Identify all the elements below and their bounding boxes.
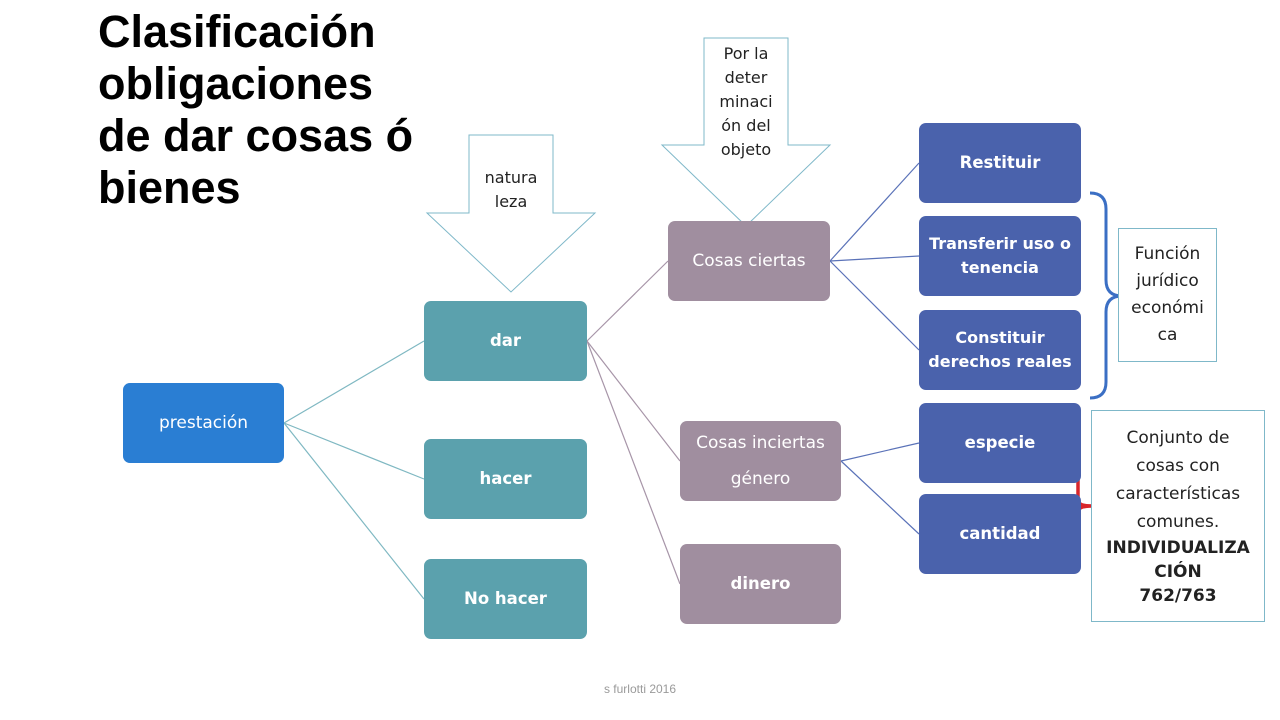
determinacion-line-2: deter (724, 68, 768, 87)
title-line-2: obligaciones (98, 58, 374, 109)
node-hacer-label: hacer (479, 469, 532, 488)
node-dinero-label: dinero (730, 574, 791, 593)
note-conjunto-line-5: INDIVIDUALIZA (1106, 538, 1250, 558)
naturaleza-line-2: leza (494, 192, 528, 211)
note-conjunto-line-4: comunes. (1136, 512, 1220, 532)
node-restituir-label: Restituir (959, 153, 1041, 172)
connector-ciertas-restituir (829, 162, 920, 262)
connector-dar-cosas-ciertas (586, 260, 669, 342)
node-cosas-ciertas: Cosas ciertas (668, 221, 830, 301)
title-line-3: de dar cosas ó (98, 110, 414, 161)
connector-inciertas-cantidad (840, 460, 920, 535)
connector-dar-cosas-inciertas (586, 340, 681, 462)
level3-connectors (829, 162, 920, 535)
node-cosas-inciertas-line-1: Cosas inciertas (696, 433, 825, 453)
note-funcion-line-4: ca (1157, 325, 1178, 345)
note-funcion-line-2: jurídico (1136, 271, 1199, 291)
node-dar-label: dar (489, 331, 522, 350)
title-line-1: Clasificación (98, 6, 376, 57)
naturaleza-arrow-label: natura leza (469, 166, 553, 214)
determinacion-line-1: Por la (723, 44, 769, 63)
node-dar: dar (424, 301, 587, 381)
connector-prestacion-dar (283, 340, 425, 424)
node-transferir-line-2: tenencia (961, 258, 1039, 277)
footer-credit: s furlotti 2016 (603, 682, 677, 696)
note-funcion-line-3: económi (1131, 298, 1204, 318)
note-conjunto: Conjunto de cosas con características co… (1091, 410, 1265, 622)
node-hacer: hacer (424, 439, 587, 519)
node-constituir: Constituir derechos reales (919, 310, 1081, 390)
node-prestacion-label: prestación (158, 413, 249, 433)
note-funcion-line-1: Función (1134, 244, 1201, 264)
connector-ciertas-transferir (829, 255, 920, 262)
node-especie: especie (919, 403, 1081, 483)
note-conjunto-line-7: 762/763 (1139, 586, 1217, 606)
title-line-4: bienes (98, 162, 241, 213)
naturaleza-down-arrow (425, 134, 597, 293)
note-conjunto-line-1: Conjunto de (1126, 428, 1230, 448)
node-constituir-line-2: derechos reales (928, 352, 1072, 371)
node-cantidad: cantidad (919, 494, 1081, 574)
node-restituir: Restituir (919, 123, 1081, 203)
connector-inciertas-especie (840, 442, 920, 462)
node-prestacion: prestación (123, 383, 284, 463)
node-no-hacer-label: No hacer (464, 589, 547, 608)
node-cosas-ciertas-label: Cosas ciertas (692, 251, 806, 271)
note-funcion: Función jurídico económi ca (1118, 228, 1217, 362)
level1-connectors (283, 340, 425, 600)
node-transferir: Transferir uso o tenencia (919, 216, 1081, 296)
connector-prestacion-hacer (283, 422, 425, 480)
node-transferir-line-1: Transferir uso o (929, 234, 1071, 253)
note-conjunto-line-3: características (1115, 484, 1241, 504)
node-constituir-line-1: Constituir (955, 328, 1045, 347)
node-no-hacer: No hacer (424, 559, 587, 639)
naturaleza-line-1: natura (484, 168, 538, 187)
connector-ciertas-constituir (829, 260, 920, 351)
node-especie-label: especie (964, 433, 1036, 452)
slide-title: Clasificación obligaciones de dar cosas … (98, 6, 458, 214)
determinacion-line-5: objeto (720, 140, 772, 159)
determinacion-line-4: ón del (721, 116, 771, 135)
level2-connectors (586, 260, 681, 585)
node-dinero: dinero (680, 544, 841, 624)
connector-dar-dinero (586, 340, 681, 585)
node-cantidad-label: cantidad (959, 524, 1041, 543)
determinacion-arrow-label: Por la deter minaci ón del objeto (704, 42, 788, 162)
determinacion-line-3: minaci (719, 92, 773, 111)
note-conjunto-line-2: cosas con (1136, 456, 1220, 476)
determinacion-down-arrow (660, 37, 832, 227)
connector-prestacion-no-hacer (283, 422, 425, 600)
note-conjunto-line-6: CIÓN (1154, 562, 1202, 582)
node-cosas-inciertas: Cosas inciertas género (680, 421, 841, 501)
node-cosas-inciertas-line-2: género (730, 469, 791, 489)
